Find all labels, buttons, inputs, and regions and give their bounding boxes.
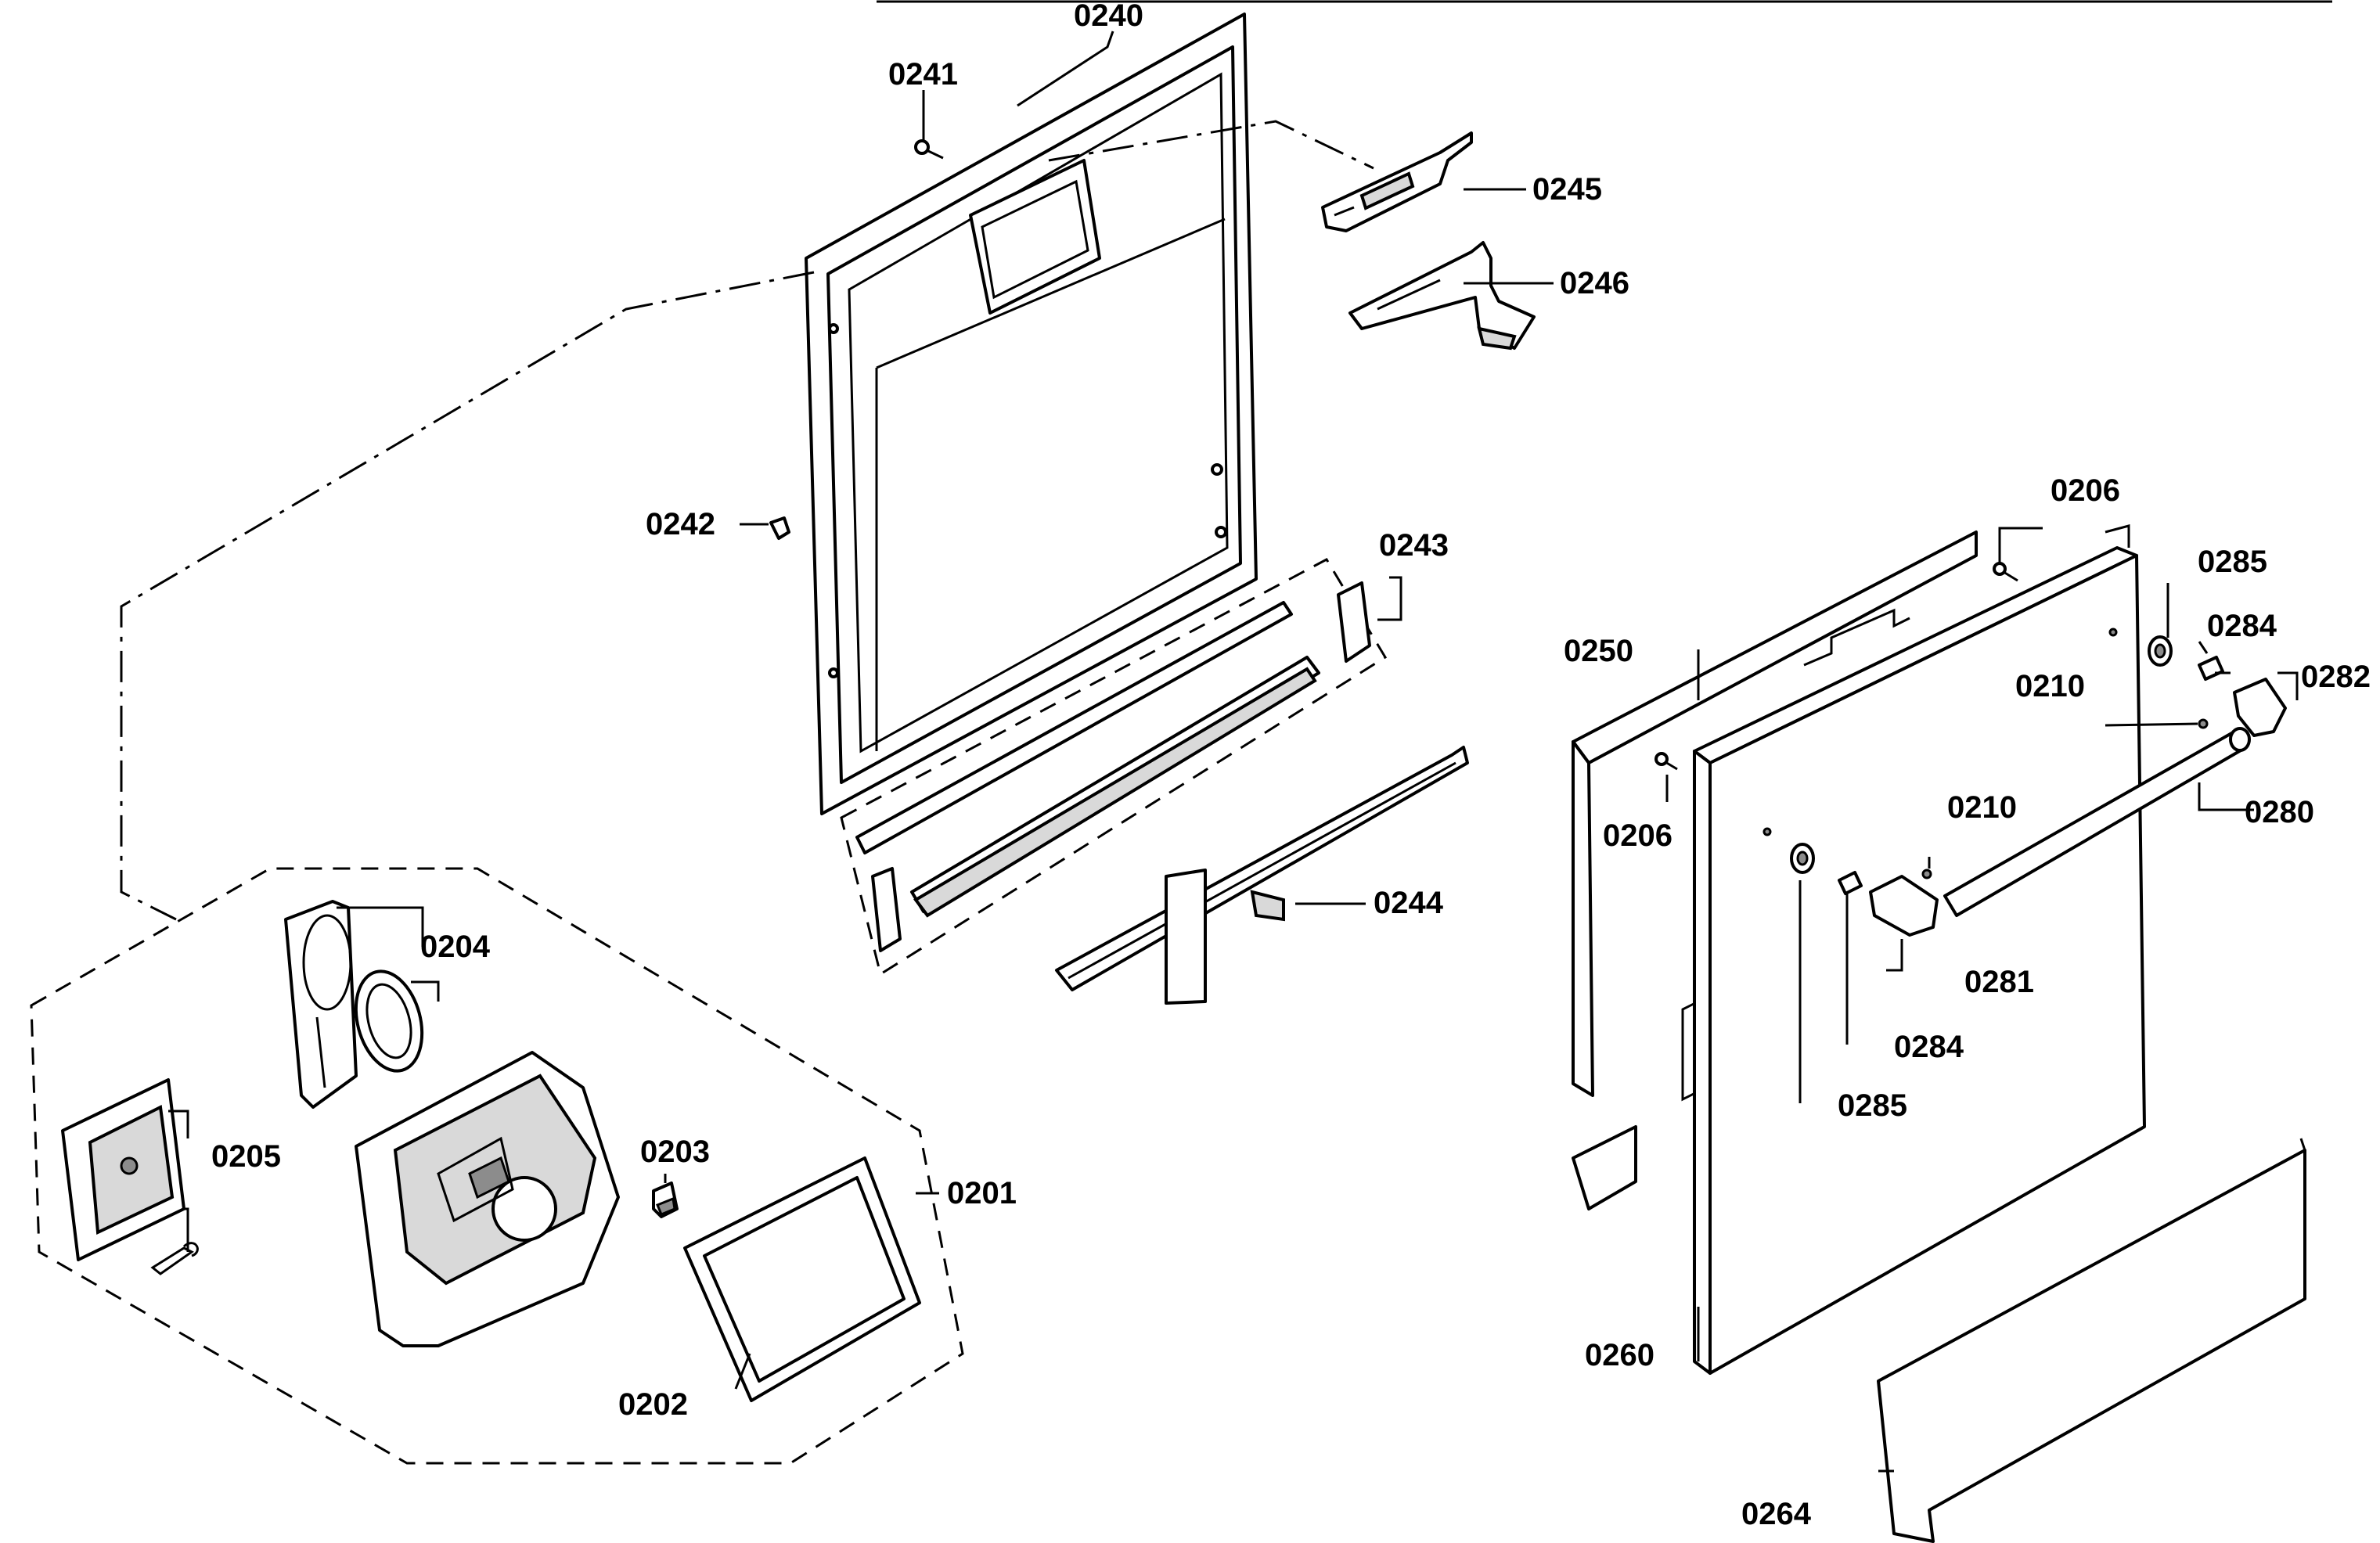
hinge-bracket-0246[interactable] xyxy=(1348,241,1536,351)
clip-0242[interactable] xyxy=(769,516,790,540)
bracket-0204[interactable] xyxy=(284,900,358,1109)
outer-panel-0250[interactable] xyxy=(1572,531,1978,1210)
gasket-strip-0243[interactable] xyxy=(855,581,1371,952)
latch-part-0245[interactable] xyxy=(1321,131,1473,232)
screw-0206-lower[interactable] xyxy=(1654,752,1678,771)
label-0285-upper[interactable]: 0285 xyxy=(2198,545,2267,579)
handle-bar-0280[interactable] xyxy=(1943,727,2251,917)
group-box-0201 xyxy=(30,867,964,1465)
label-0250[interactable]: 0250 xyxy=(1564,634,1633,668)
label-0284-lower[interactable]: 0284 xyxy=(1894,1030,1964,1064)
group-box-0243 xyxy=(840,558,1388,977)
label-0282[interactable]: 0282 xyxy=(2301,660,2371,694)
label-0244[interactable]: 0244 xyxy=(1374,886,1443,920)
seal-frame-0202[interactable] xyxy=(683,1156,921,1402)
reference-line-frame-to-0245 xyxy=(1048,120,1374,170)
label-0241[interactable]: 0241 xyxy=(888,57,958,92)
main-door-panel-0260[interactable] xyxy=(1693,524,2146,1375)
pin-0284-upper[interactable] xyxy=(2198,656,2224,681)
label-0264[interactable]: 0264 xyxy=(1741,1497,1811,1531)
handle-cap-0282[interactable] xyxy=(2233,678,2287,737)
label-0205[interactable]: 0205 xyxy=(211,1139,281,1174)
label-0245[interactable]: 0245 xyxy=(1532,172,1602,207)
label-0210-lower[interactable]: 0210 xyxy=(1947,790,2017,825)
screw-0206-upper[interactable] xyxy=(1993,562,2018,582)
label-0203[interactable]: 0203 xyxy=(640,1135,710,1169)
kick-plate-0264[interactable] xyxy=(1877,1138,2306,1543)
label-0243[interactable]: 0243 xyxy=(1379,528,1449,563)
label-0240[interactable]: 0240 xyxy=(1074,0,1143,33)
label-0206-lower[interactable]: 0206 xyxy=(1603,818,1672,853)
pin-0284-lower[interactable] xyxy=(1838,871,1863,895)
label-0206-upper[interactable]: 0206 xyxy=(2051,473,2120,508)
ring-0285-upper[interactable] xyxy=(2148,635,2173,667)
label-0281[interactable]: 0281 xyxy=(1964,965,2034,999)
label-0284-upper[interactable]: 0284 xyxy=(2207,609,2277,643)
gasket-ring-0204[interactable] xyxy=(346,964,433,1078)
ring-0285-lower[interactable] xyxy=(1790,843,1815,874)
label-0280[interactable]: 0280 xyxy=(2245,795,2314,829)
handle-cap-0281[interactable] xyxy=(1869,875,1939,937)
small-clip-0203[interactable] xyxy=(652,1182,679,1218)
label-0260[interactable]: 0260 xyxy=(1585,1338,1654,1372)
bottom-rail-0244[interactable] xyxy=(1055,746,1469,1005)
reference-line-frame-to-0201 xyxy=(120,271,815,921)
label-0202[interactable]: 0202 xyxy=(618,1387,688,1422)
inner-door-frame-0240[interactable] xyxy=(805,13,1258,815)
screw-0210-lower[interactable] xyxy=(1921,869,1932,879)
label-0204[interactable]: 0204 xyxy=(420,930,490,964)
cover-panel-0205[interactable] xyxy=(61,1078,185,1261)
label-0246[interactable]: 0246 xyxy=(1560,266,1629,300)
spring-0205[interactable] xyxy=(150,1242,199,1275)
screw-0241[interactable] xyxy=(914,139,944,160)
label-0201[interactable]: 0201 xyxy=(947,1176,1017,1210)
label-0242[interactable]: 0242 xyxy=(646,507,715,541)
dispenser-body-0201[interactable] xyxy=(355,1051,620,1347)
label-0210-upper[interactable]: 0210 xyxy=(2015,669,2085,703)
leader-lines xyxy=(168,31,2299,1473)
screw-0210-upper[interactable] xyxy=(2198,718,2209,729)
label-0285-lower[interactable]: 0285 xyxy=(1838,1088,1907,1123)
